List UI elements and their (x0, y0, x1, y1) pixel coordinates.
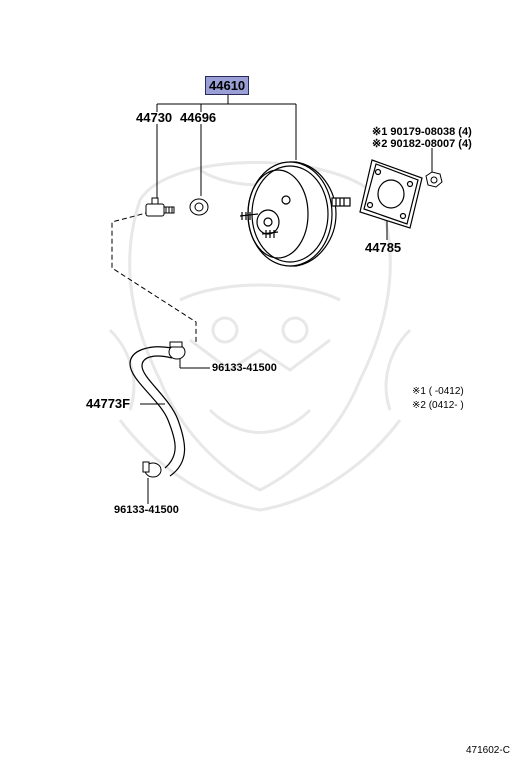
part-label-clip-upper[interactable]: 96133-41500 (212, 362, 277, 374)
dashed-routing (111, 211, 197, 345)
part-label-44730[interactable]: 44730 (136, 110, 173, 125)
vacuum-hose-44773f (129, 346, 186, 477)
part-label-clip-lower[interactable]: 96133-41500 (114, 504, 179, 516)
hose-clip-lower (142, 461, 162, 478)
samurai-watermark (108, 161, 412, 512)
part-label-44696[interactable]: 44696 (180, 110, 217, 125)
part-label-bolt2[interactable]: ※2 90182-08007 (4) (372, 138, 472, 150)
grommet-44696 (189, 198, 209, 216)
note-2: ※2 (0412- ) (412, 400, 464, 411)
check-valve-44730 (145, 197, 175, 217)
note-1: ※1 ( -0412) (412, 386, 464, 397)
part-label-44773f[interactable]: 44773F (86, 396, 131, 411)
part-label-44610[interactable]: 44610 (205, 76, 250, 95)
nut-90179 (425, 171, 443, 188)
gasket-44785 (359, 159, 423, 229)
leader-lines (140, 124, 433, 504)
diagram-code: 471602-C (466, 745, 510, 756)
hose-clip-upper (168, 341, 186, 360)
part-label-bolt1[interactable]: ※1 90179-08038 (4) (372, 126, 472, 138)
leader-44610 (156, 93, 297, 160)
part-label-44785[interactable]: 44785 (365, 240, 402, 255)
brake-booster (239, 161, 351, 267)
